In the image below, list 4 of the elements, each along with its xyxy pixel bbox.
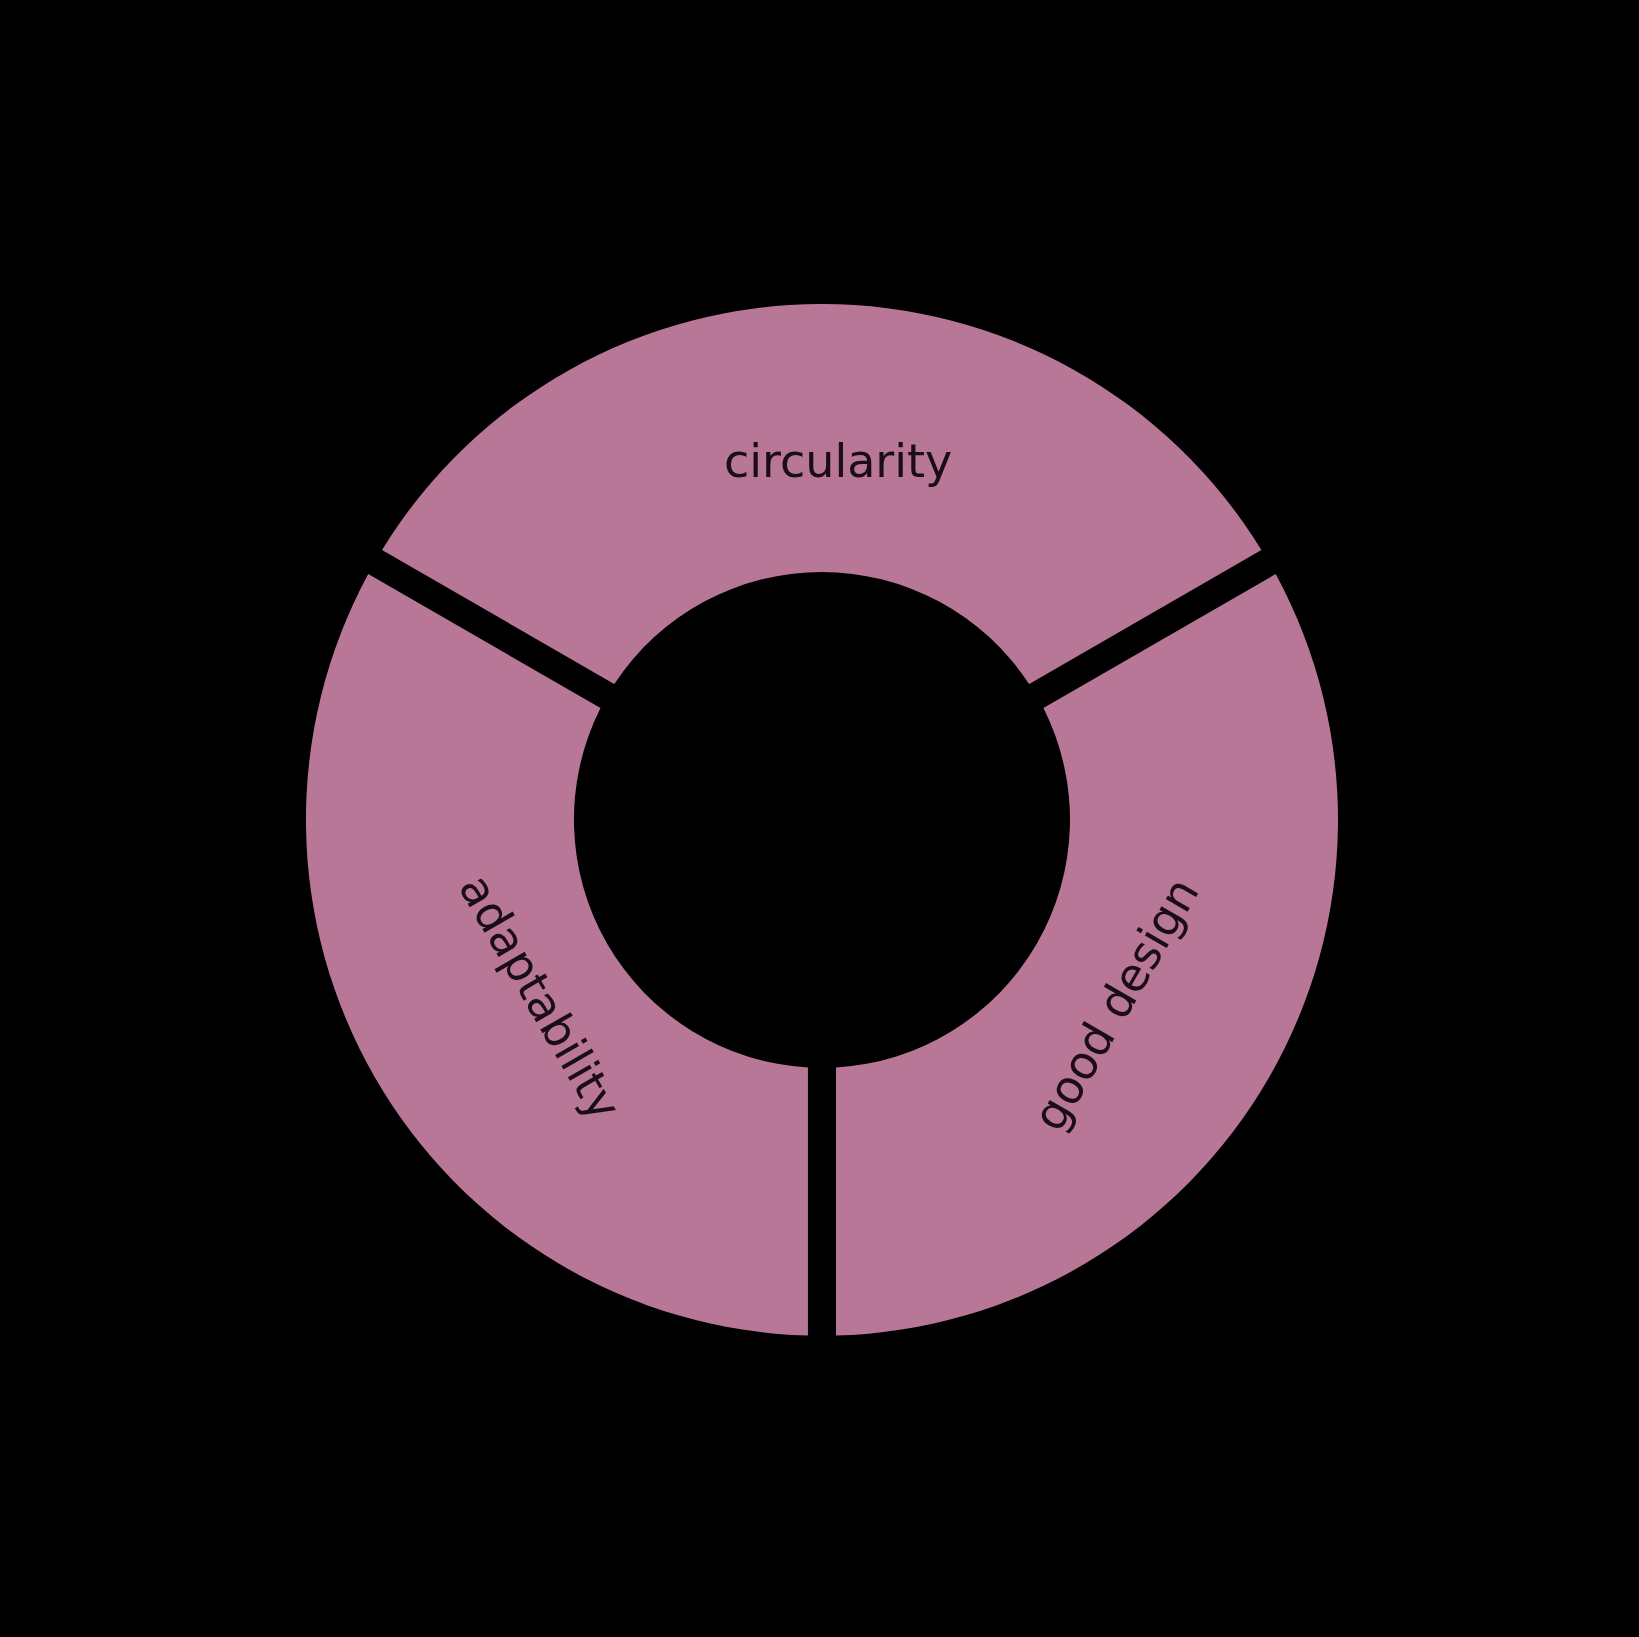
donut-segment (306, 574, 808, 1336)
segment-label: circularity (724, 435, 953, 487)
donut-segment (836, 574, 1338, 1336)
donut-segment (382, 304, 1262, 685)
